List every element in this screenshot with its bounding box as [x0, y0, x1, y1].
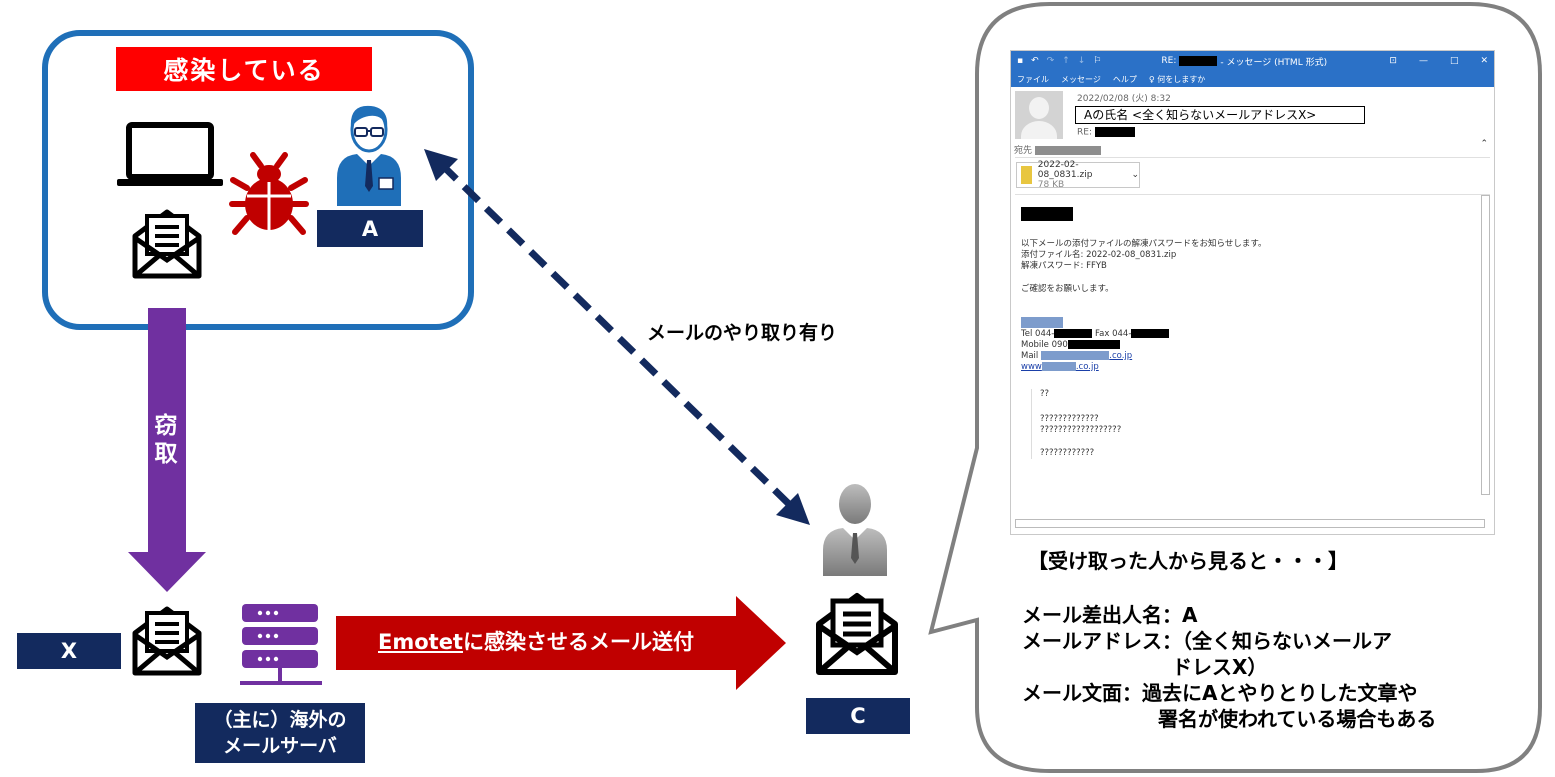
menu-file[interactable]: ファイル — [1017, 74, 1049, 84]
save-icon: ▪ — [1017, 56, 1024, 66]
email-menu-bar: ファイル メッセージ ヘルプ ♀ 何をしますか — [1011, 71, 1494, 87]
redacted-block — [1094, 127, 1135, 137]
horizontal-scrollbar[interactable] — [1015, 519, 1485, 528]
bug-icon — [229, 152, 309, 235]
mail-exchange-arrow — [424, 149, 810, 525]
steal-label: 窃取 — [154, 413, 178, 467]
minimize-icon[interactable]: — — [1418, 56, 1428, 66]
menu-help[interactable]: ヘルプ — [1112, 74, 1137, 84]
send-label: Emotetに感染させるメール送付 — [378, 626, 694, 656]
mail-line: Mail.co.jp — [1021, 351, 1133, 361]
person-c-icon — [823, 484, 887, 576]
quoted-line-1: ?? — [1040, 389, 1050, 399]
email-body: 以下メールの添付ファイルの解凍パスワードをお知らせします。 添付ファイル名: 2… — [1011, 195, 1494, 495]
server-label-line2: メールサーバ — [223, 735, 337, 757]
callout-line-2: メールアドレス：（全く知らないメールア — [1022, 629, 1392, 653]
infected-label: 感染している — [116, 47, 372, 91]
down-icon: ↓ — [1077, 56, 1086, 66]
infected-group-box — [42, 30, 474, 330]
redacted-block — [1034, 146, 1101, 155]
body-line-4: ご確認をお願いします。 — [1021, 284, 1114, 294]
email-date: 2022/02/08 (火) 8:32 — [1077, 94, 1171, 104]
callout-line-1: メール差出人名：A — [1022, 603, 1198, 627]
callout-text: 【受け取った人から見ると・・・】 メール差出人名：A メールアドレス：（全く知ら… — [1022, 548, 1436, 732]
email-sender: Aの氏名 <全く知らないメールアドレスX> — [1075, 106, 1365, 124]
callout-heading: 【受け取った人から見ると・・・】 — [1028, 549, 1348, 573]
attachment-size: 78 KB — [1037, 180, 1065, 190]
quoted-line-3: ?????????????????? — [1040, 425, 1122, 435]
label-a: A — [317, 210, 423, 247]
steal-arrow — [128, 308, 206, 592]
mail-exchange-label: メールのやり取り有り — [647, 322, 838, 344]
quoted-line-4: ???????????? — [1040, 448, 1095, 458]
www-line[interactable]: www.co.jp — [1021, 362, 1099, 372]
close-icon[interactable]: ✕ — [1480, 56, 1488, 66]
send-arrow — [336, 596, 786, 690]
menu-message[interactable]: メッセージ — [1061, 74, 1101, 84]
body-line-1: 以下メールの添付ファイルの解凍パスワードをお知らせします。 — [1021, 239, 1267, 249]
email-title-bar: ▪ ↶ ↷ ↑ ↓ ⚐ RE: - メッセージ (HTML 形式) ⊡ — □ … — [1011, 51, 1494, 71]
maximize-icon[interactable]: □ — [1449, 56, 1459, 66]
body-line-3: 解凍パスワード: FFYB — [1021, 261, 1107, 271]
email-window: ▪ ↶ ↷ ↑ ↓ ⚐ RE: - メッセージ (HTML 形式) ⊡ — □ … — [1010, 50, 1495, 535]
tel-line: Tel 044- Fax 044- — [1021, 329, 1484, 340]
ribbon-icon[interactable]: ⊡ — [1389, 56, 1397, 66]
envelope-icon — [132, 209, 202, 279]
send-label-emotet: Emotet — [378, 630, 463, 654]
laptop-icon — [117, 122, 223, 186]
redacted-block — [1021, 207, 1073, 221]
avatar — [1015, 91, 1063, 139]
email-subject: RE: — [1077, 127, 1135, 138]
flag-icon: ⚐ — [1093, 56, 1102, 66]
lightbulb-icon: ♀ — [1148, 74, 1158, 84]
email-to: 宛先 — [1014, 143, 1101, 156]
email-title-suffix: - メッセージ (HTML 形式) — [1220, 57, 1328, 68]
label-c: C — [806, 698, 910, 734]
label-x: X — [17, 633, 121, 669]
envelope-c-icon — [816, 593, 898, 675]
email-header: 2022/02/08 (火) 8:32 Aの氏名 <全く知らないメールアドレスX… — [1011, 87, 1494, 156]
vertical-scrollbar[interactable] — [1481, 195, 1490, 495]
mobile-line: Mobile 090 — [1021, 340, 1484, 351]
callout-line-3: ドレスX） — [1172, 655, 1268, 679]
chevron-down-icon[interactable]: ⌄ — [1131, 170, 1139, 180]
server-label: （主に）海外の メールサーバ — [195, 703, 365, 763]
server-icon — [240, 604, 322, 685]
attachment-name: 2022-02-08_0831.zip — [1037, 160, 1093, 180]
envelope-x-icon — [132, 606, 202, 676]
collapse-icon[interactable]: ⌃ — [1480, 139, 1488, 149]
redacted-block — [1179, 56, 1218, 66]
menu-tell-me[interactable]: ♀ 何をしますか — [1148, 74, 1206, 84]
send-label-rest: に感染させるメール送付 — [462, 630, 694, 654]
undo-icon: ↶ — [1031, 56, 1039, 66]
callout-line-5: 署名が使われている場合もある — [1158, 707, 1437, 731]
person-a-icon — [337, 105, 401, 206]
up-icon: ↑ — [1062, 56, 1070, 66]
redacted-block — [1021, 317, 1063, 328]
email-title-prefix: RE: — [1161, 56, 1177, 66]
zip-file-icon — [1021, 166, 1032, 184]
quoted-block: ?? ????????????? ?????????????????? ????… — [1031, 389, 1484, 459]
server-label-line1: （主に）海外の — [213, 709, 347, 731]
quoted-line-2: ????????????? — [1040, 414, 1099, 424]
callout-line-4: メール文面：過去にAとやりとりした文章や — [1022, 681, 1418, 705]
body-line-2: 添付ファイル名: 2022-02-08_0831.zip — [1021, 250, 1177, 260]
redo-icon: ↷ — [1046, 56, 1055, 66]
